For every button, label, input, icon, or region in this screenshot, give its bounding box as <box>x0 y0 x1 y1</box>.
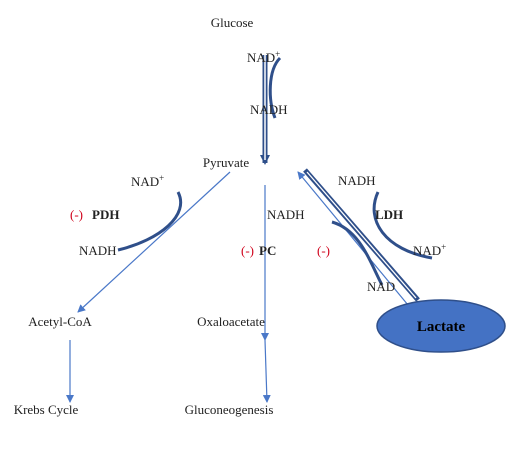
reverse-nad-label: NAD <box>367 279 395 294</box>
ldh-nad-label: NAD+ <box>413 242 446 258</box>
pdh-enzyme-label: PDH <box>92 207 119 222</box>
lactate-to-pyruvate-arrow <box>297 171 409 306</box>
glycolysis-cofactor-curve <box>268 56 282 119</box>
glucose-label: Glucose <box>211 15 254 30</box>
ldh-cofactor-curve <box>372 191 433 260</box>
reverse-nadh-label: NADH <box>267 207 305 222</box>
gluconeogenesis-label: Gluconeogenesis <box>185 402 274 417</box>
acetyl-coa-label: Acetyl-CoA <box>28 314 92 329</box>
ldh-inhibition-sign: (-) <box>317 243 330 258</box>
glycolysis-nad-label: NAD+ <box>247 49 280 65</box>
pdh-nad-label: NAD+ <box>131 173 164 189</box>
pdh-cofactor-curve <box>117 191 183 252</box>
pdh-nadh-label: NADH <box>79 243 117 258</box>
reverse-cofactor-curve <box>331 220 384 286</box>
oxaloacetate-to-gluconeogenesis-arrow <box>262 339 271 403</box>
lactate-node <box>376 299 506 353</box>
oxaloacetate-label: Oxaloacetate <box>197 314 265 329</box>
pyruvate-to-acetylcoa-arrow <box>77 171 231 313</box>
ldh-nadh-label: NADH <box>338 173 376 188</box>
pc-enzyme-label: PC <box>259 243 276 258</box>
pdh-inhibition-sign: (-) <box>70 207 83 222</box>
lactate-label: Lactate <box>417 319 466 335</box>
pyruvate-label: Pyruvate <box>203 155 249 170</box>
pc-inhibition-sign: (-) <box>241 243 254 258</box>
ldh-enzyme-label: LDH <box>375 207 403 222</box>
glycolysis-nadh-label: NADH <box>250 102 288 117</box>
krebs-cycle-label: Krebs Cycle <box>14 402 79 417</box>
pyruvate-to-lactate-arrow <box>303 168 420 302</box>
